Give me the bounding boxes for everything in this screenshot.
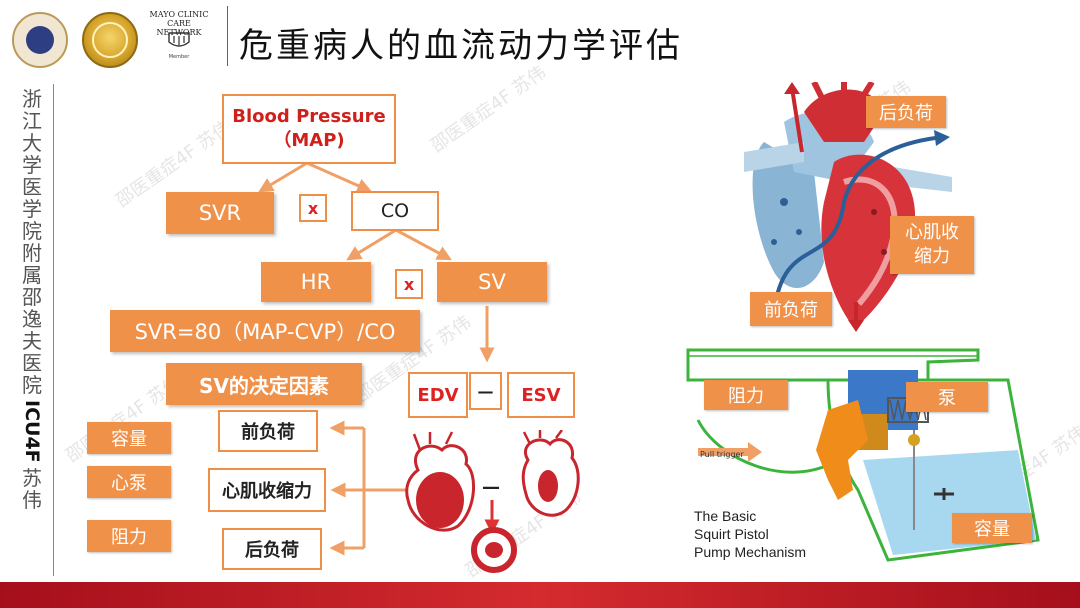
institute-vertical-label: 浙江 大学 医学 院附 属邵 逸夫 医院 ICU4F 苏伟	[21, 87, 43, 512]
header-divider	[227, 6, 228, 66]
co-box: CO	[351, 191, 439, 231]
blood-pressure-label: Blood Pressure	[232, 106, 386, 127]
pistol-pump-label: 泵	[906, 382, 988, 412]
afterload-box: 后负荷	[222, 528, 322, 570]
esv-box: ESV	[507, 372, 575, 418]
pistol-resistance-label: 阻力	[704, 380, 788, 410]
edv-box: EDV	[408, 372, 468, 418]
minus-sign: —	[469, 372, 502, 410]
icu-label: ICU4F	[21, 400, 43, 463]
preload-box: 前负荷	[218, 410, 318, 452]
pull-trigger-label: Pull trigger	[700, 450, 744, 459]
zju-hospital-logo	[12, 12, 68, 68]
multiply-sign: x	[299, 194, 327, 222]
pump-box: 心泵	[87, 466, 171, 498]
sv-box: SV	[437, 262, 547, 302]
heart-anatomy-illustration	[744, 82, 952, 332]
svr-formula-box: SVR=80（MAP-CVP）/CO	[110, 310, 420, 352]
minus-small-sign: —	[482, 477, 500, 498]
pistol-caption: The Basic Squirt Pistol Pump Mechanism	[694, 508, 807, 560]
heart-contractility-label: 心肌收 缩力	[890, 216, 974, 274]
mayo-shield-icon	[168, 32, 190, 47]
heart-preload-label: 前负荷	[750, 292, 832, 326]
svr-box: SVR	[166, 192, 274, 234]
gold-seal-logo	[82, 12, 138, 68]
side-divider	[53, 84, 54, 576]
heart-ventricles-illustration	[405, 430, 580, 573]
multiply-sign: x	[395, 269, 423, 299]
mayo-member-label: Member	[168, 54, 190, 60]
blood-pressure-box: Blood Pressure （MAP)	[222, 94, 396, 164]
slide-title: 危重病人的血流动力学评估	[239, 26, 683, 66]
hr-box: HR	[261, 262, 371, 302]
pistol-volume-label: 容量	[952, 513, 1032, 543]
volume-box: 容量	[87, 422, 171, 454]
map-label: （MAP)	[273, 130, 345, 151]
resistance-box: 阻力	[87, 520, 171, 552]
contractility-box: 心肌收缩力	[208, 468, 326, 512]
heart-afterload-label: 后负荷	[866, 96, 946, 128]
footer-bar	[0, 582, 1080, 608]
sv-factors-box: SV的决定因素	[166, 363, 362, 405]
